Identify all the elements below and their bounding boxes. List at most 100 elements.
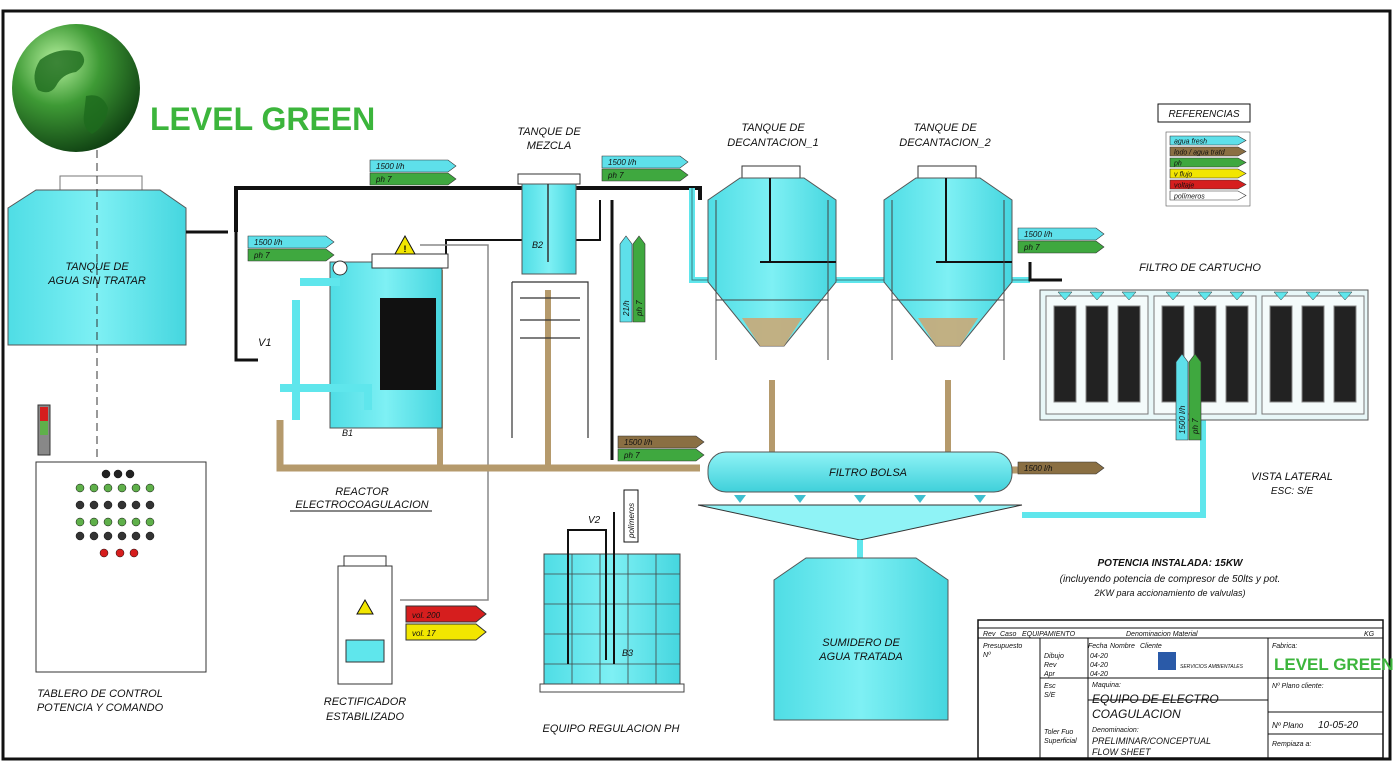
panel-indicator-light (115, 548, 125, 558)
legend-title-box (1157, 103, 1251, 123)
tb-tolerance-1: Toler Fuo (1044, 729, 1073, 736)
flow-rate-label: 21/h (622, 300, 631, 317)
tb-plano-label: Nº Plano (1272, 721, 1304, 730)
tb-tolerance-2: Superficial (1044, 738, 1077, 745)
drip-arrow-icon (974, 495, 986, 503)
panel-indicator-light (89, 500, 99, 510)
panel-indicator-light (145, 531, 155, 541)
control-panel-label-2: POTENCIA Y COMANDO (37, 702, 164, 714)
cartridge-inlet-arrow (1089, 291, 1105, 301)
mix-tank-label-2: MEZCLA (527, 140, 572, 152)
tb-role-apr: Apr (1043, 671, 1056, 678)
decantation-tank-1: TANQUE DE DECANTACION_1 (707, 122, 837, 360)
legend-item-label: v flujo (1174, 172, 1192, 179)
cartridge-inlet-arrow (1165, 291, 1181, 301)
panel-indicator-light (117, 483, 127, 493)
flow-rate-label: 1500 l/h (1024, 230, 1053, 239)
panel-indicator-light (145, 500, 155, 510)
tb-fabrica: Fabrica: (1272, 643, 1297, 650)
cartridge-element (1333, 305, 1357, 403)
cartridge-element (1085, 305, 1109, 403)
tb-logo: LEVEL GREEN (1274, 655, 1393, 674)
brand-logo: LEVEL GREEN (12, 24, 375, 152)
legend-swatch (1169, 157, 1247, 168)
tb-denom-value-1: PRELIMINAR/CONCEPTUAL (1092, 736, 1211, 746)
tb-cliente: Cliente (1140, 643, 1162, 650)
panel-indicator-light (103, 517, 113, 527)
tb-role-dibujo: Dibujo (1044, 653, 1064, 660)
panel-indicator-light (131, 483, 141, 493)
panel-indicator-light (145, 483, 155, 493)
title-block: Rev Caso EQUIPAMIENTO Denominacion Mater… (977, 619, 1393, 759)
panel-indicator-light (131, 517, 141, 527)
flow-ph-label: ph 7 (623, 451, 640, 460)
panel-indicator-light (99, 548, 109, 558)
ph-regulation-unit: V2 B3 EQUIPO REGULACION PH polímeros (539, 489, 685, 735)
panel-indicator-light (103, 500, 113, 510)
flow-rate-arrow (619, 235, 633, 323)
legend-swatch (1169, 146, 1247, 157)
cartridge-inlet-arrow (1229, 291, 1245, 301)
panel-indicator-light (75, 483, 85, 493)
flow-ph-label: ph 7 (1191, 418, 1200, 435)
panel-indicator-light (75, 517, 85, 527)
decant2-label-1: TANQUE DE (913, 122, 977, 134)
legend-swatch (1169, 168, 1247, 179)
flow-ph-label: ph 7 (1023, 243, 1040, 252)
decant1-label-1: TANQUE DE (741, 122, 805, 134)
treated-water-sump: SUMIDERO DE AGUA TRATADA (773, 557, 949, 721)
polymers-tag: polímeros (627, 503, 636, 539)
tb-header-kg: KG (1364, 631, 1375, 638)
legend-item-label: polímeros (1173, 194, 1205, 201)
drip-arrow-icon (794, 495, 806, 503)
flow-rate-arrow (617, 435, 705, 449)
rectifier-label-1: RECTIFICADOR (324, 696, 407, 708)
flow-ph-label: ph 7 (607, 171, 624, 180)
rectifier-label-2: ESTABILIZADO (326, 711, 404, 723)
panel-indicator-light (117, 500, 127, 510)
flow-rate-label: 1500 l/h (254, 238, 283, 247)
svg-text:!: ! (404, 244, 407, 254)
tb-escala-value: S/E (1044, 692, 1056, 699)
power-note-1: (incluyendo potencia de compresor de 50l… (1060, 574, 1281, 585)
flow-rate-label: 1500 l/h (608, 158, 637, 167)
panel-indicator-light (131, 531, 141, 541)
mix-tank: B2 TANQUE DE MEZCLA (511, 126, 589, 438)
sheet-frame (1, 9, 1392, 761)
b2-label: B2 (532, 240, 543, 250)
rectifier-current-tag: vol. 17 (412, 629, 436, 638)
decantation-tank-2: TANQUE DE DECANTACION_2 (883, 122, 1013, 360)
decant2-label-2: DECANTACION_2 (899, 137, 990, 149)
panel-indicator-light (117, 531, 127, 541)
cartridge-element (1225, 305, 1249, 403)
panel-indicator-light (89, 483, 99, 493)
drip-arrow-icon (854, 495, 866, 503)
tb-role-rev: Rev (1044, 662, 1057, 669)
tb-nombre: Nombre (1110, 643, 1135, 650)
legend-swatch (1169, 190, 1247, 201)
tb-fecha: Fecha (1088, 643, 1108, 650)
flow-tag: 1500 l/hph 7 (369, 159, 457, 186)
cartridge-inlet-arrow (1121, 291, 1137, 301)
flow-tag: 1500 l/h (1017, 461, 1105, 475)
panel-indicator-light (89, 517, 99, 527)
panel-indicator-light (113, 469, 123, 479)
raw-water-tank: TANQUE DE AGUA SIN TRATAR (7, 175, 228, 346)
panel-indicator-light (145, 517, 155, 527)
flow-rate-arrow (601, 155, 689, 169)
flow-rate-arrow (247, 235, 335, 249)
brand-name: LEVEL GREEN (150, 101, 375, 137)
drip-arrow-icon (914, 495, 926, 503)
tb-presupuesto: Presupuesto (983, 643, 1022, 650)
sump-label-2: AGUA TRATADA (818, 651, 903, 663)
panel-indicator-light (129, 548, 139, 558)
flow-ph-arrow (632, 235, 646, 323)
rectifier: RECTIFICADOR ESTABILIZADO vol. 200 vol. … (324, 555, 487, 723)
cartridge-inlet-arrow (1197, 291, 1213, 301)
client-logo-icon (1158, 652, 1176, 670)
control-panel: TABLERO DE CONTROL POTENCIA Y COMANDO (35, 404, 207, 714)
tb-date-apr: 04-20 (1090, 671, 1108, 678)
globe-icon (12, 24, 140, 152)
tb-machine-title-2: COAGULACION (1092, 707, 1181, 721)
